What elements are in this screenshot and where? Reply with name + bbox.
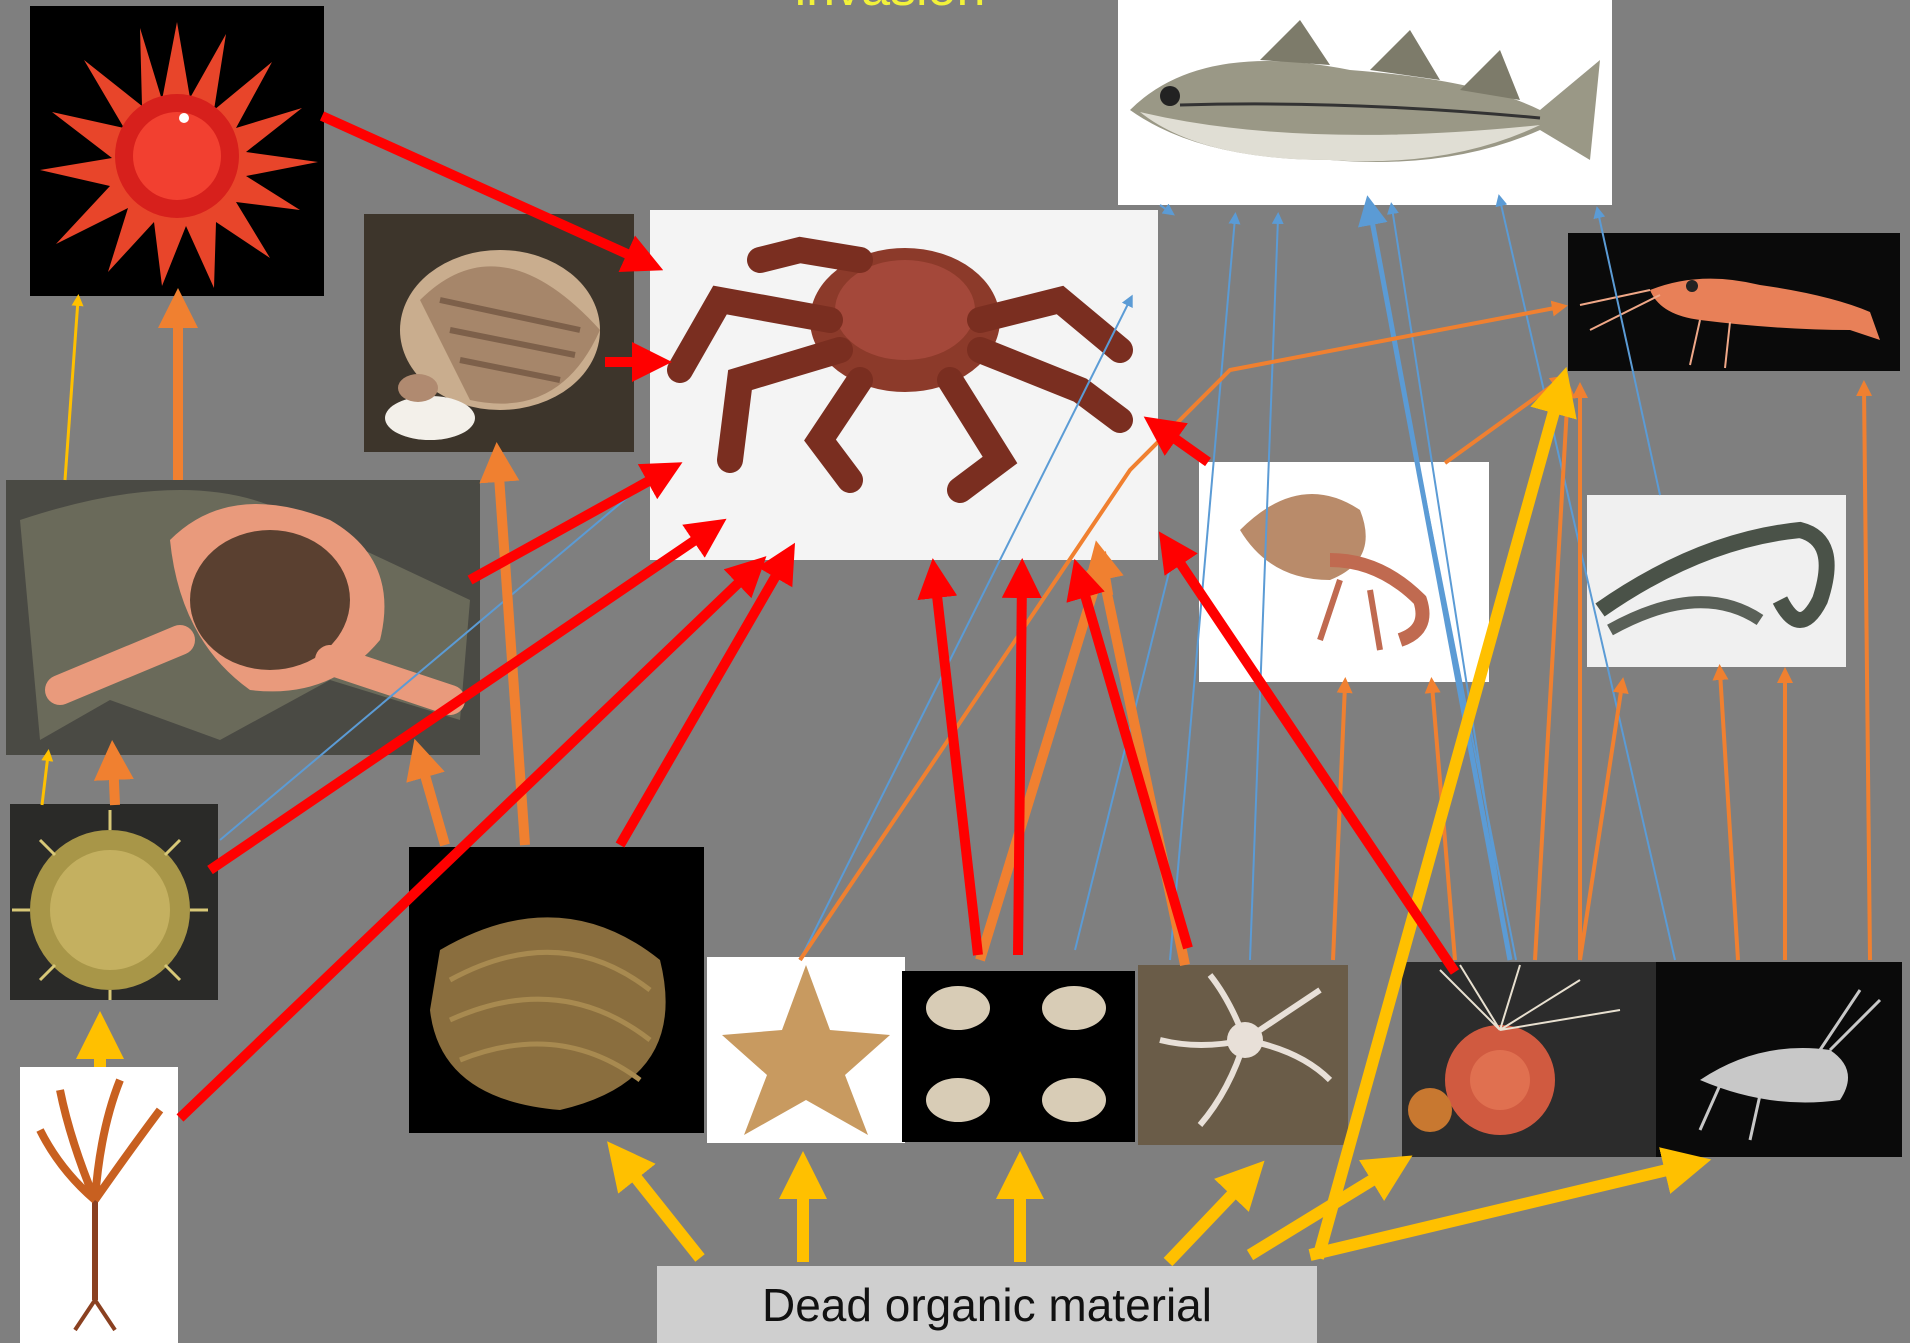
small-bivalves-icon	[902, 971, 1135, 1142]
sea-star-icon	[6, 480, 480, 755]
tube-worm-icon	[1402, 962, 1658, 1157]
amphipod-icon	[1656, 962, 1902, 1157]
sea-urchin-icon	[10, 804, 218, 1000]
clam-icon	[409, 847, 704, 1133]
fish-icon	[1118, 0, 1612, 205]
whelk-snail-icon	[364, 214, 634, 452]
king-crab-icon	[650, 210, 1158, 560]
kelp-icon	[20, 1067, 178, 1343]
sunstar-icon	[30, 6, 324, 296]
brittle-star-icon	[1138, 965, 1348, 1145]
dead-organic-material-box: Dead organic material	[657, 1266, 1317, 1343]
polychaete-worm-icon	[1587, 495, 1846, 667]
dead-organic-material-label: Dead organic material	[762, 1278, 1212, 1332]
cushion-star-icon	[707, 957, 905, 1143]
